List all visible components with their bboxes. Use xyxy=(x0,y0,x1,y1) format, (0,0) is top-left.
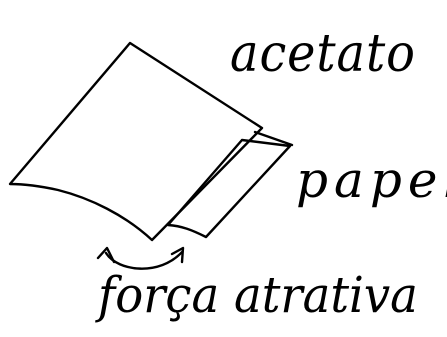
forca-arrowhead-right xyxy=(170,246,185,264)
forca-arrowhead-left xyxy=(96,246,116,264)
forca-atrativa-label: força atrativa xyxy=(98,266,418,324)
papel-sheet xyxy=(166,138,292,239)
forca-arrow-curve xyxy=(104,250,184,270)
acetato-sheet xyxy=(8,41,264,242)
papel-label: papel xyxy=(296,151,447,209)
acetato-label: acetato xyxy=(230,24,416,84)
papel-edge-tick xyxy=(253,130,294,147)
